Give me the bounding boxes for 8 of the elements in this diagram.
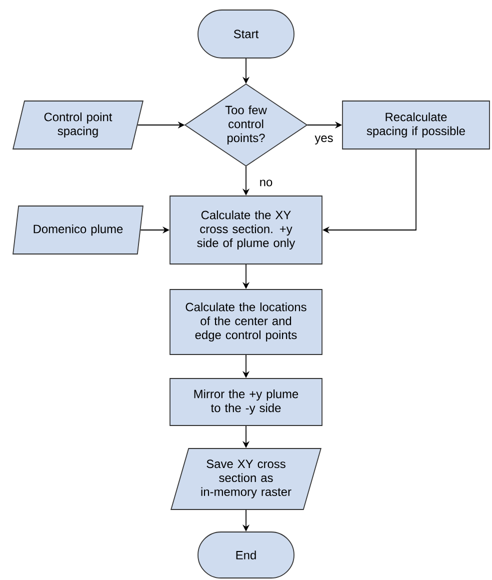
process-box: Mirror the +y plume to the -y side — [170, 378, 322, 426]
input-parallelogram: Domenico plume — [12, 206, 144, 254]
edge-label: yes — [314, 134, 334, 146]
process-box: Calculate the XY cross section. +y side of plume only — [170, 196, 322, 264]
edge-label: no — [258, 178, 274, 188]
process-box: Calculate the locations of the center and edge control points — [170, 289, 322, 355]
process-box: Recalculate spacing if possible — [342, 100, 490, 150]
input-parallelogram: Save XY cross section as in-memory raster — [170, 448, 322, 510]
